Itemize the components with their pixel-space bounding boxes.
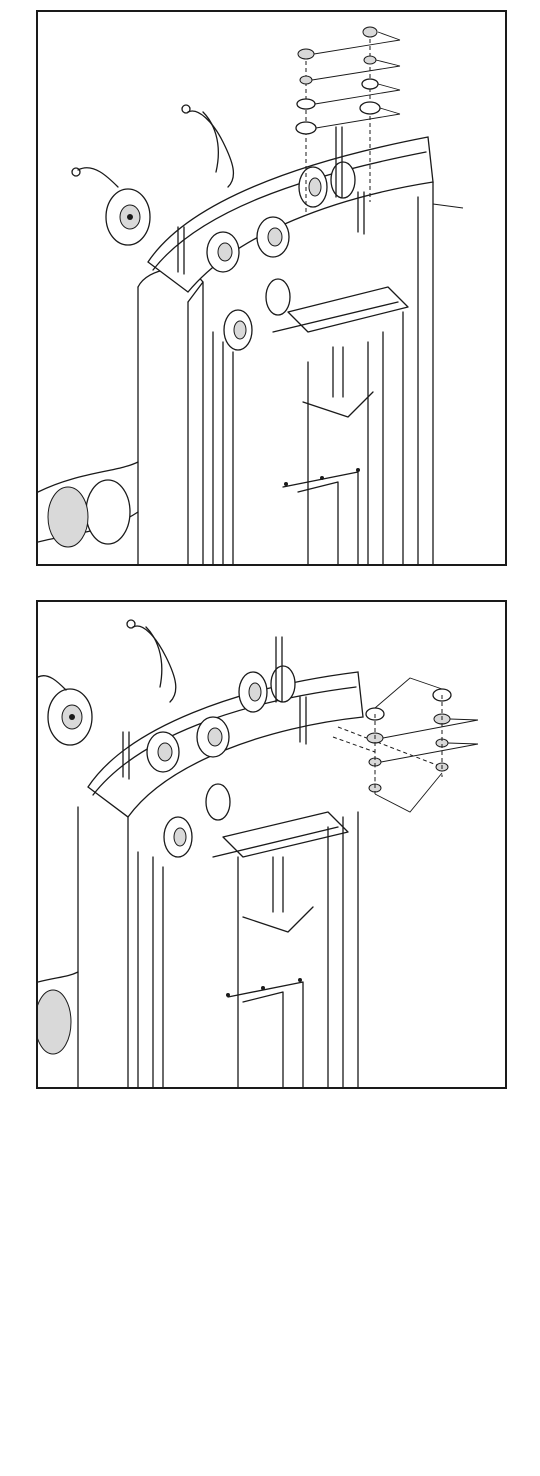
- pulley-icon: [239, 672, 267, 712]
- nut-icon: [300, 76, 312, 84]
- washer-icon: [297, 99, 315, 109]
- pulley-icon: [266, 279, 290, 315]
- pulley-icon: [106, 189, 150, 245]
- cable-handles: [72, 105, 233, 187]
- pulley-icon: [206, 784, 230, 820]
- washer-icon: [296, 122, 316, 134]
- nut-icon: [364, 56, 376, 64]
- pulley-icon: [257, 217, 289, 257]
- nut-icon: [363, 27, 377, 37]
- pulley-icon: [299, 167, 327, 207]
- pulley-icon: [331, 162, 355, 198]
- washer-icon: [360, 102, 380, 114]
- pulley-icon: [207, 232, 239, 272]
- pulley-icon: [147, 732, 179, 772]
- pulley-icon: [271, 666, 295, 702]
- lower-arm: [38, 462, 138, 547]
- assembly-diagram-bottom: [36, 600, 507, 1089]
- blank-page-area: [0, 1100, 540, 1476]
- washer-icon: [362, 79, 378, 89]
- tower-frame: [78, 807, 358, 1087]
- lower-arm: [38, 972, 78, 1054]
- pulley-icon: [48, 689, 92, 745]
- nut-icon: [298, 49, 314, 59]
- cable-handles: [38, 620, 176, 702]
- pulley-icon: [197, 717, 229, 757]
- top-plate: [148, 137, 433, 332]
- pulley-icon: [224, 310, 252, 350]
- diagram-bottom-drawing: [38, 602, 505, 1087]
- assembly-diagram-top: [36, 10, 507, 566]
- weight-stack: [226, 857, 313, 1087]
- diagram-top-drawing: [38, 12, 505, 564]
- pulley-icon: [164, 817, 192, 857]
- weight-stack: [283, 347, 373, 564]
